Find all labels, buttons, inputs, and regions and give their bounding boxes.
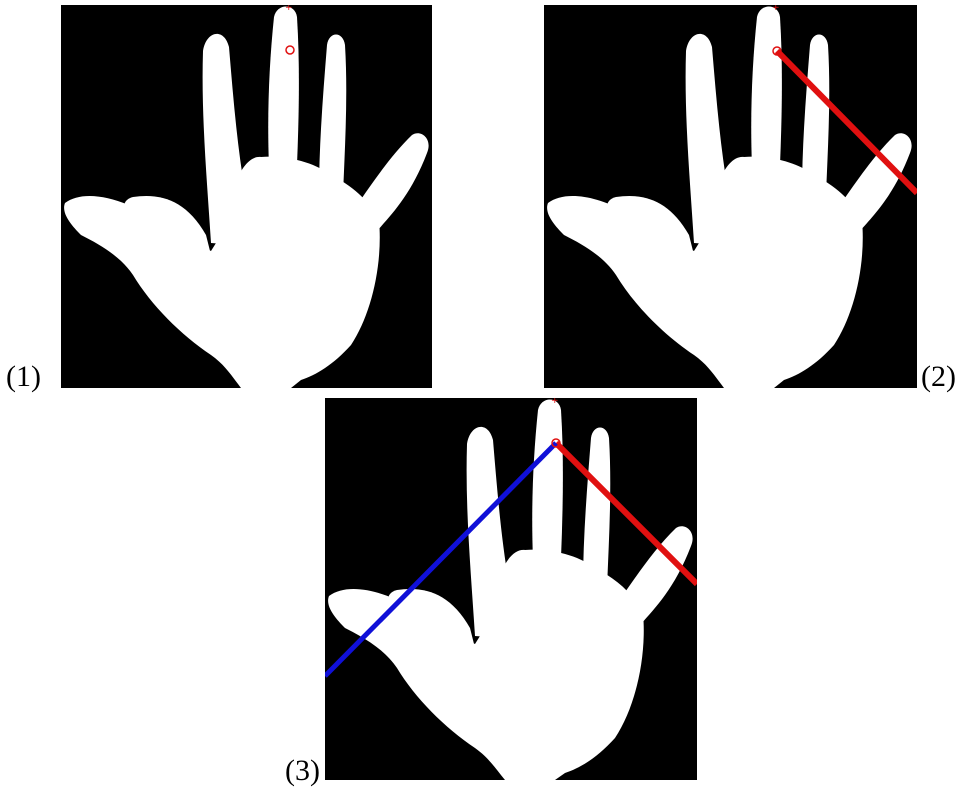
hand-panel-2: + bbox=[544, 5, 917, 388]
svg-text:+: + bbox=[772, 5, 780, 13]
hand-silhouette bbox=[328, 399, 693, 780]
hand-panel-3: + bbox=[325, 398, 697, 780]
red-line bbox=[774, 48, 917, 196]
hand-silhouette bbox=[64, 6, 429, 388]
panel-2-label: (2) bbox=[921, 360, 956, 393]
fingertip-marker: + bbox=[772, 5, 782, 56]
svg-text:+: + bbox=[285, 5, 293, 13]
hand-image-1: + bbox=[64, 5, 429, 388]
hand-image-2: + bbox=[547, 5, 917, 388]
hand-image-3: + bbox=[325, 398, 697, 780]
hand-silhouette bbox=[547, 6, 912, 388]
fingertip-marker: + bbox=[285, 5, 295, 55]
red-line bbox=[553, 440, 697, 587]
panel-3-label: (3) bbox=[285, 754, 320, 787]
svg-text:+: + bbox=[551, 398, 559, 406]
panel-1-label: (1) bbox=[6, 360, 41, 393]
blue-line bbox=[325, 441, 558, 678]
fingertip-marker: + bbox=[551, 398, 561, 448]
hand-panel-1: + bbox=[61, 5, 432, 388]
